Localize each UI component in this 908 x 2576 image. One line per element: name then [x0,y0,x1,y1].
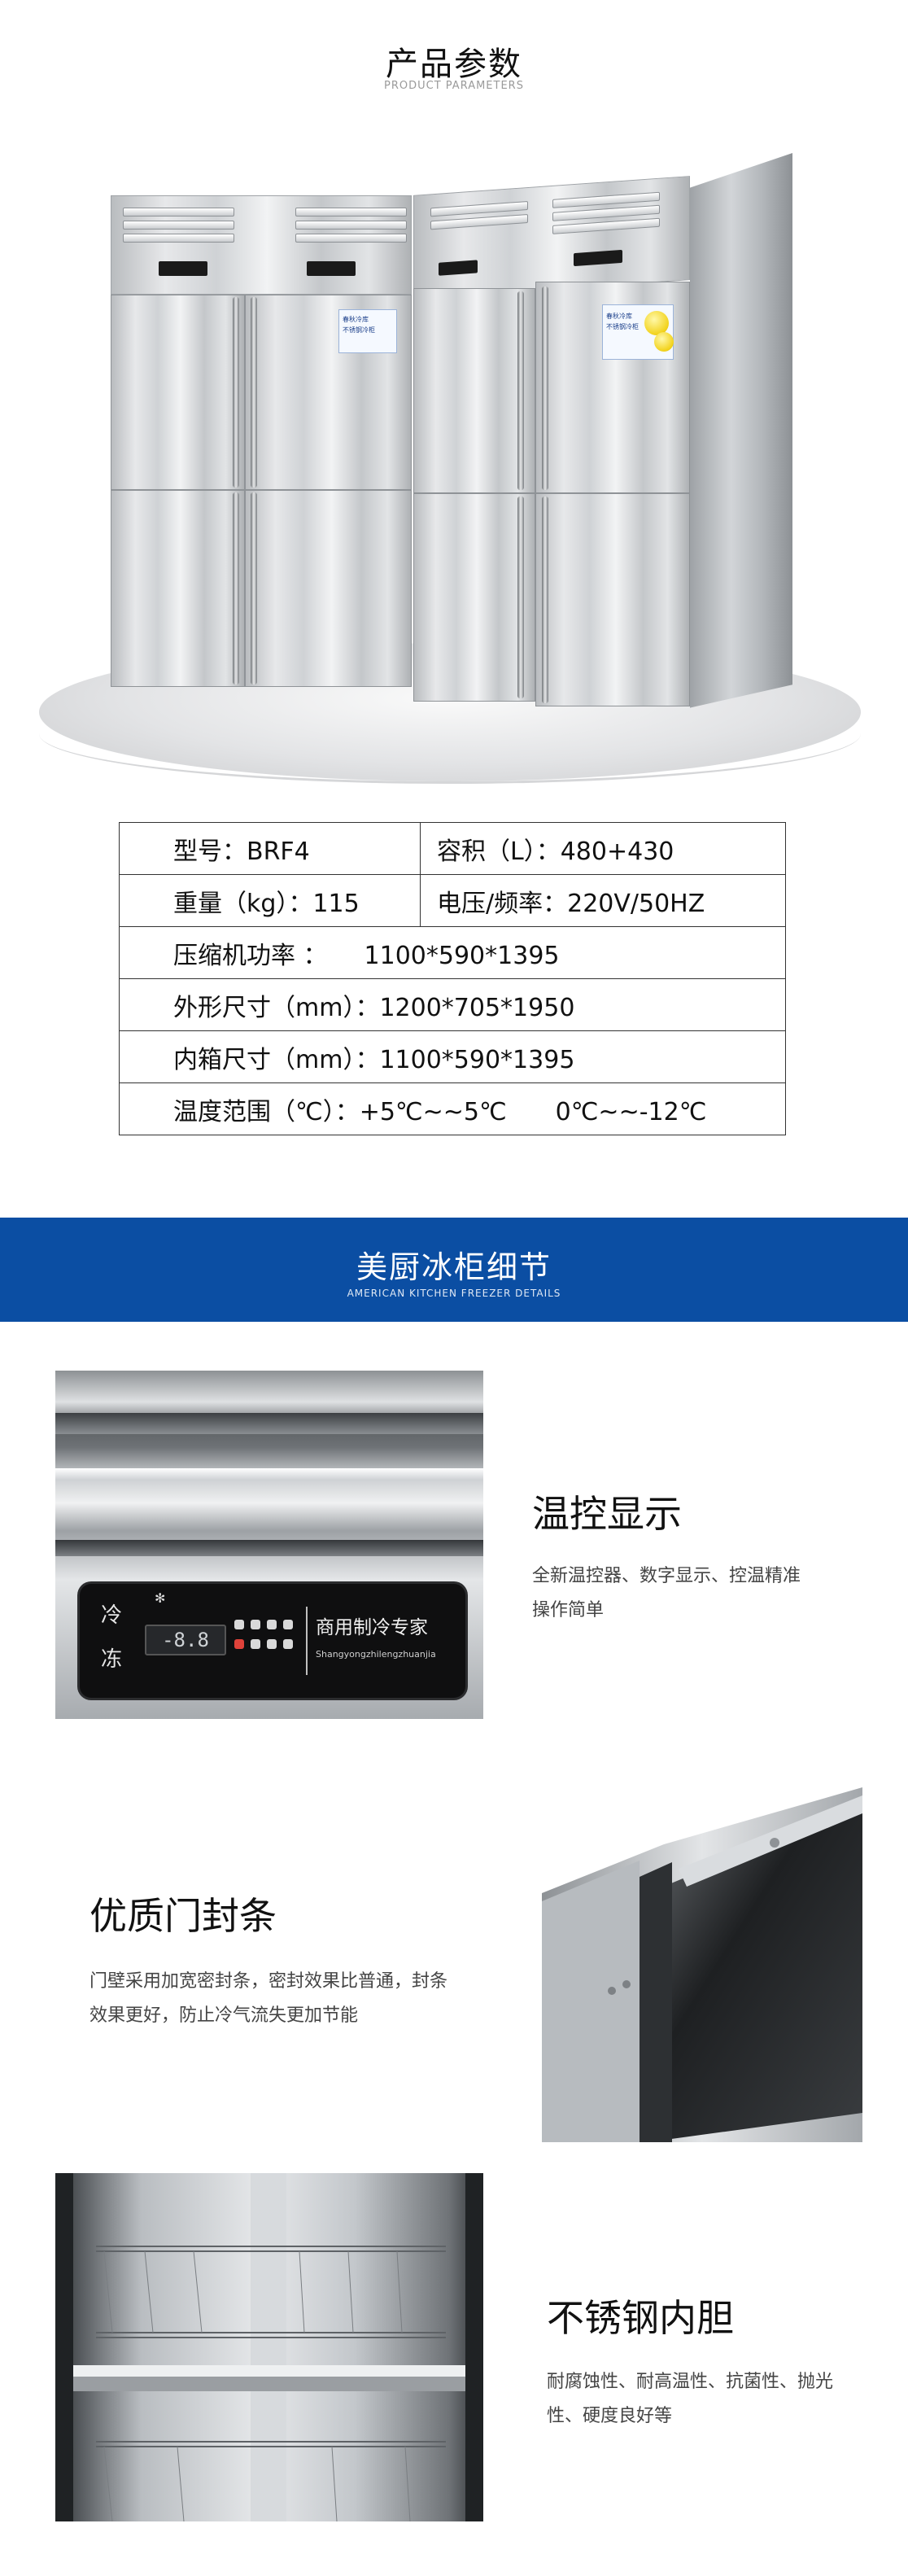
page-subtitle: PRODUCT PARAMETERS [384,80,524,92]
control-buttons [234,1620,299,1660]
spec-inner-size: 内箱尺寸（mm）：1100*590*1395 [119,1030,786,1083]
door-seal-photo [542,1771,862,2142]
spec-row: 外形尺寸（mm）：1200*705*1950 [119,978,786,1031]
control-button[interactable] [267,1639,277,1649]
door-handle [233,492,239,684]
fridge-right-door-4 [535,493,690,706]
control-button[interactable] [267,1620,277,1629]
banner-subtitle: AMERICAN KITCHEN FREEZER DETAILS [347,1288,561,1299]
spec-row: 内箱尺寸（mm）：1100*590*1395 [119,1030,786,1083]
temperature-display: -8.8 [145,1625,226,1655]
control-label: 冻 [101,1647,123,1672]
thermostat-photo: 冷 冻 ✻ -8.8 商用制冷专家 Shangyongzhilengzhuanj… [55,1371,483,1719]
control-button[interactable] [251,1639,260,1649]
control-brand-pinyin: Shangyongzhilengzhuanjia [316,1649,436,1660]
control-brand: 商用制冷专家 [316,1617,428,1638]
fridge-left: 春秋冷库 不锈钢冷柜 [111,195,412,765]
spec-outer-size: 外形尺寸（mm）：1200*705*1950 [119,978,786,1031]
product-hero-image: 春秋冷库 不锈钢冷柜 春秋冷库 不锈钢冷柜 [0,122,908,789]
control-button[interactable] [283,1639,293,1649]
spec-compressor: 压缩机功率 ： 1100*590*1395 [119,926,786,979]
sticker-text: 不锈钢冷柜 [606,323,639,330]
door-handle [251,297,257,488]
section-title-interior: 不锈钢内胆 [547,2296,734,2340]
control-button[interactable] [251,1620,260,1629]
fridge-right: 春秋冷库 不锈钢冷柜 [413,153,796,755]
control-panel: 冷 冻 ✻ -8.8 商用制冷专家 Shangyongzhilengzhuanj… [80,1584,465,1698]
control-button[interactable] [283,1620,293,1629]
control-divider [306,1607,308,1675]
lemon-graphic [654,332,674,352]
spec-model: 型号：BRF4 [119,822,421,875]
fridge-right-door-1 [413,288,535,493]
spec-row: 重量（kg）：115 电压/频率：220V/50HZ [119,874,786,927]
door-handle [233,297,239,488]
snowflake-icon: ✻ [155,1590,166,1606]
door-seal-illustration [542,1787,862,2142]
door-handle [251,492,257,684]
page-title: 产品参数 [386,46,522,83]
fridge-left-door-3 [111,490,245,687]
lemon-graphic [644,311,669,335]
spec-voltage: 电压/频率：220V/50HZ [420,874,786,927]
control-button[interactable] [234,1639,244,1649]
banner-title: 美厨冰柜细节 [356,1249,552,1285]
section-title-thermostat: 温控显示 [532,1492,682,1536]
section-desc-interior: 耐腐蚀性、耐高温性、抗菌性、抛光 性、硬度良好等 [547,2372,834,2426]
door-handle [542,286,548,490]
interior-photo [55,2173,483,2521]
product-sticker: 春秋冷库 不锈钢冷柜 [338,309,397,353]
details-banner [0,1218,908,1322]
spec-temp-range: 温度范围（℃）：+5℃~~5℃ 0℃~~-12℃ [119,1082,786,1135]
fridge-left-top-box [111,195,412,295]
section-title-door-seal: 优质门封条 [89,1894,277,1938]
fridge-right-side-panel [690,153,792,708]
fridge-left-door-1 [111,295,245,490]
fridge-right-door-3 [413,493,535,702]
spec-weight: 重量（kg）：115 [119,874,421,927]
control-label: 冷 [101,1603,123,1628]
sticker-text: 春秋冷库 [343,316,369,323]
spec-row: 型号：BRF4 容积（L）：480+430 [119,822,786,875]
spec-capacity: 容积（L）：480+430 [420,822,786,875]
interior-illustration [55,2173,483,2521]
control-button[interactable] [234,1620,244,1629]
door-handle [517,291,524,490]
section-desc-thermostat: 全新温控器、数字显示、控温精准 操作简单 [532,1566,801,1620]
display-stage-rim [39,684,861,784]
spec-table: 型号：BRF4 容积（L）：480+430 重量（kg）：115 电压/频率：2… [119,822,786,1135]
section-desc-door-seal: 门壁采用加宽密封条，密封效果比普通，封条 效果更好，防止冷气流失更加节能 [89,1971,448,2026]
fridge-left-door-4 [245,490,412,687]
spec-row: 压缩机功率 ： 1100*590*1395 [119,926,786,979]
door-handle [517,496,524,698]
sticker-text: 春秋冷库 [606,313,632,320]
spec-row: 温度范围（℃）：+5℃~~5℃ 0℃~~-12℃ [119,1082,786,1135]
door-handle [542,496,548,703]
sticker-text: 不锈钢冷柜 [343,326,375,334]
